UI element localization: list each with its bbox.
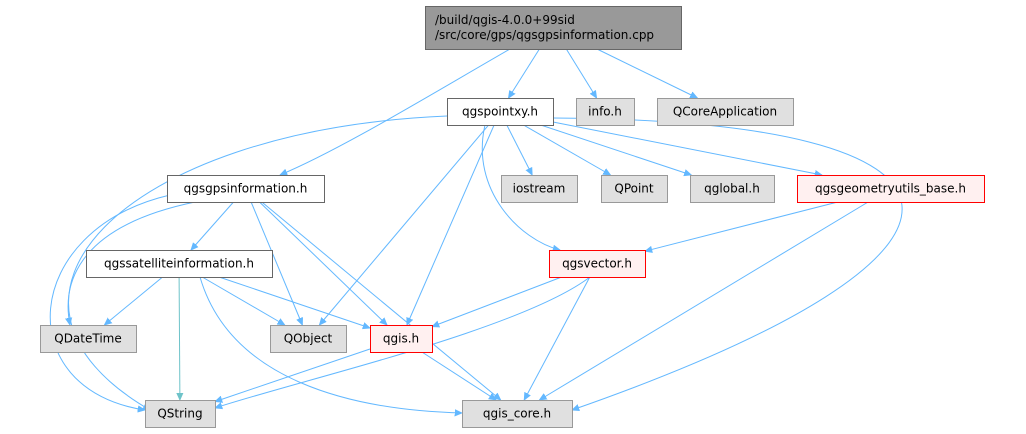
node-qgsgpsinformation[interactable]: qgsgpsinformation.h (167, 175, 325, 203)
node-qobject[interactable]: QObject (270, 325, 347, 353)
edge-qgssatelliteinformation-to-qgis (218, 276, 370, 328)
edge-qgspointxy-to-qobject (319, 124, 489, 325)
node-qgis_core[interactable]: qgis_core.h (462, 400, 573, 428)
edge-qgis-to-qstring (215, 348, 371, 402)
node-qglobal[interactable]: qglobal.h (690, 175, 775, 203)
edge-root-to-qgspointxy (509, 48, 540, 98)
node-label-qgis_core: qgis_core.h (483, 407, 551, 421)
edge-qgsgpsinformation-to-qgis (259, 201, 388, 325)
node-iostream[interactable]: iostream (501, 175, 578, 203)
node-qgsvector[interactable]: qgsvector.h (549, 250, 646, 278)
edge-qgsgeometryutils_base-to-qgis_core (539, 201, 869, 400)
node-label-qpoint: QPoint (614, 182, 654, 196)
edges-layer (49, 48, 903, 413)
node-box-qgspointxy (447, 98, 554, 126)
node-label-qgssatelliteinformation: qgssatelliteinformation.h (104, 257, 254, 271)
edge-qgspointxy-to-qgis_core (552, 117, 903, 410)
node-label-qgsvector: qgsvector.h (562, 257, 632, 271)
node-box-root (425, 6, 682, 50)
edge-qgssatelliteinformation-to-qdatetime (104, 276, 163, 325)
node-qgssatelliteinformation[interactable]: qgssatelliteinformation.h (86, 250, 273, 278)
node-label-qgspointxy: qgspointxy.h (462, 105, 538, 119)
edge-qgis-to-qgis_core (421, 351, 496, 400)
node-box-qgssatelliteinformation (86, 250, 273, 278)
edge-qgsgpsinformation-to-qdatetime (68, 201, 196, 325)
node-label-qgsgeometryutils_base: qgsgeometryutils_base.h (815, 182, 966, 196)
edge-qgsgpsinformation-to-qgis_core (261, 201, 501, 400)
node-qgis[interactable]: qgis.h (370, 325, 433, 353)
node-qgspointxy[interactable]: qgspointxy.h (447, 98, 554, 126)
node-label-qstring: QString (157, 407, 202, 421)
node-info[interactable]: info.h (576, 98, 635, 126)
node-qstring[interactable]: QString (145, 400, 216, 428)
edge-qgssatelliteinformation-to-qobject (201, 276, 285, 325)
edge-qgspointxy-to-iostream (506, 124, 532, 175)
edge-qgsvector-to-qgis_core (524, 276, 591, 400)
edge-root-to-qgsgpsinformation (280, 48, 511, 175)
node-box-qobject (270, 325, 347, 353)
nodes-layer: /build/qgis-4.0.0+99sid/src/core/gps/qgs… (40, 6, 985, 428)
node-qgsgeometryutils_base[interactable]: qgsgeometryutils_base.h (797, 175, 985, 203)
node-box-qgsgeometryutils_base (797, 175, 985, 203)
edge-qgsvector-to-qgis (432, 276, 562, 327)
edge-qgssatelliteinformation-to-qstring (179, 276, 180, 400)
edge-qgspointxy-to-qstring (68, 115, 448, 410)
node-label-root-line-1: /build/qgis-4.0.0+99sid (435, 13, 575, 27)
edge-qgssatelliteinformation-to-qgis_core (199, 276, 462, 413)
node-box-qstring (145, 400, 216, 428)
node-box-qcoreapplication (657, 98, 794, 126)
edge-qgsgeometryutils_base-to-qgsvector (645, 201, 838, 251)
node-label-qglobal: qglobal.h (704, 182, 760, 196)
edge-qgspointxy-to-qgis (407, 124, 495, 325)
node-box-qdatetime (40, 325, 137, 353)
node-box-qpoint (601, 175, 668, 203)
node-label-qgis: qgis.h (383, 332, 419, 346)
node-label-qdatetime: QDateTime (54, 332, 122, 346)
edge-root-to-info (565, 48, 596, 98)
edge-qgspointxy-to-qgsvector (481, 124, 560, 250)
node-box-qgsvector (549, 250, 646, 278)
node-label-qobject: QObject (284, 332, 333, 346)
node-qpoint[interactable]: QPoint (601, 175, 668, 203)
node-box-qglobal (690, 175, 775, 203)
node-box-qgis (370, 325, 433, 353)
edge-root-to-qcoreapplication (596, 48, 697, 99)
edge-qgsgpsinformation-to-qgssatelliteinformation (191, 201, 234, 250)
node-label-qgsgpsinformation: qgsgpsinformation.h (184, 182, 308, 196)
node-box-qgsgpsinformation (167, 175, 325, 203)
edge-qgspointxy-to-qpoint (523, 124, 611, 175)
node-box-qgis_core (462, 400, 573, 428)
node-label-qcoreapplication: QCoreApplication (673, 105, 777, 119)
node-qdatetime[interactable]: QDateTime (40, 325, 137, 353)
node-root[interactable]: /build/qgis-4.0.0+99sid/src/core/gps/qgs… (425, 6, 682, 50)
node-label-info: info.h (588, 105, 622, 119)
edge-qgsgpsinformation-to-qobject (250, 201, 302, 325)
edge-qgspointxy-to-qgsgeometryutils_base (552, 121, 822, 175)
node-label-iostream: iostream (513, 182, 566, 196)
node-label-root-line-2: /src/core/gps/qgsgpsinformation.cpp (435, 28, 654, 42)
node-qcoreapplication[interactable]: QCoreApplication (657, 98, 794, 126)
edge-qgspointxy-to-qglobal (540, 124, 692, 175)
edge-qgsgpsinformation-to-qstring (49, 194, 171, 410)
node-box-info (576, 98, 635, 126)
node-box-iostream (501, 175, 578, 203)
